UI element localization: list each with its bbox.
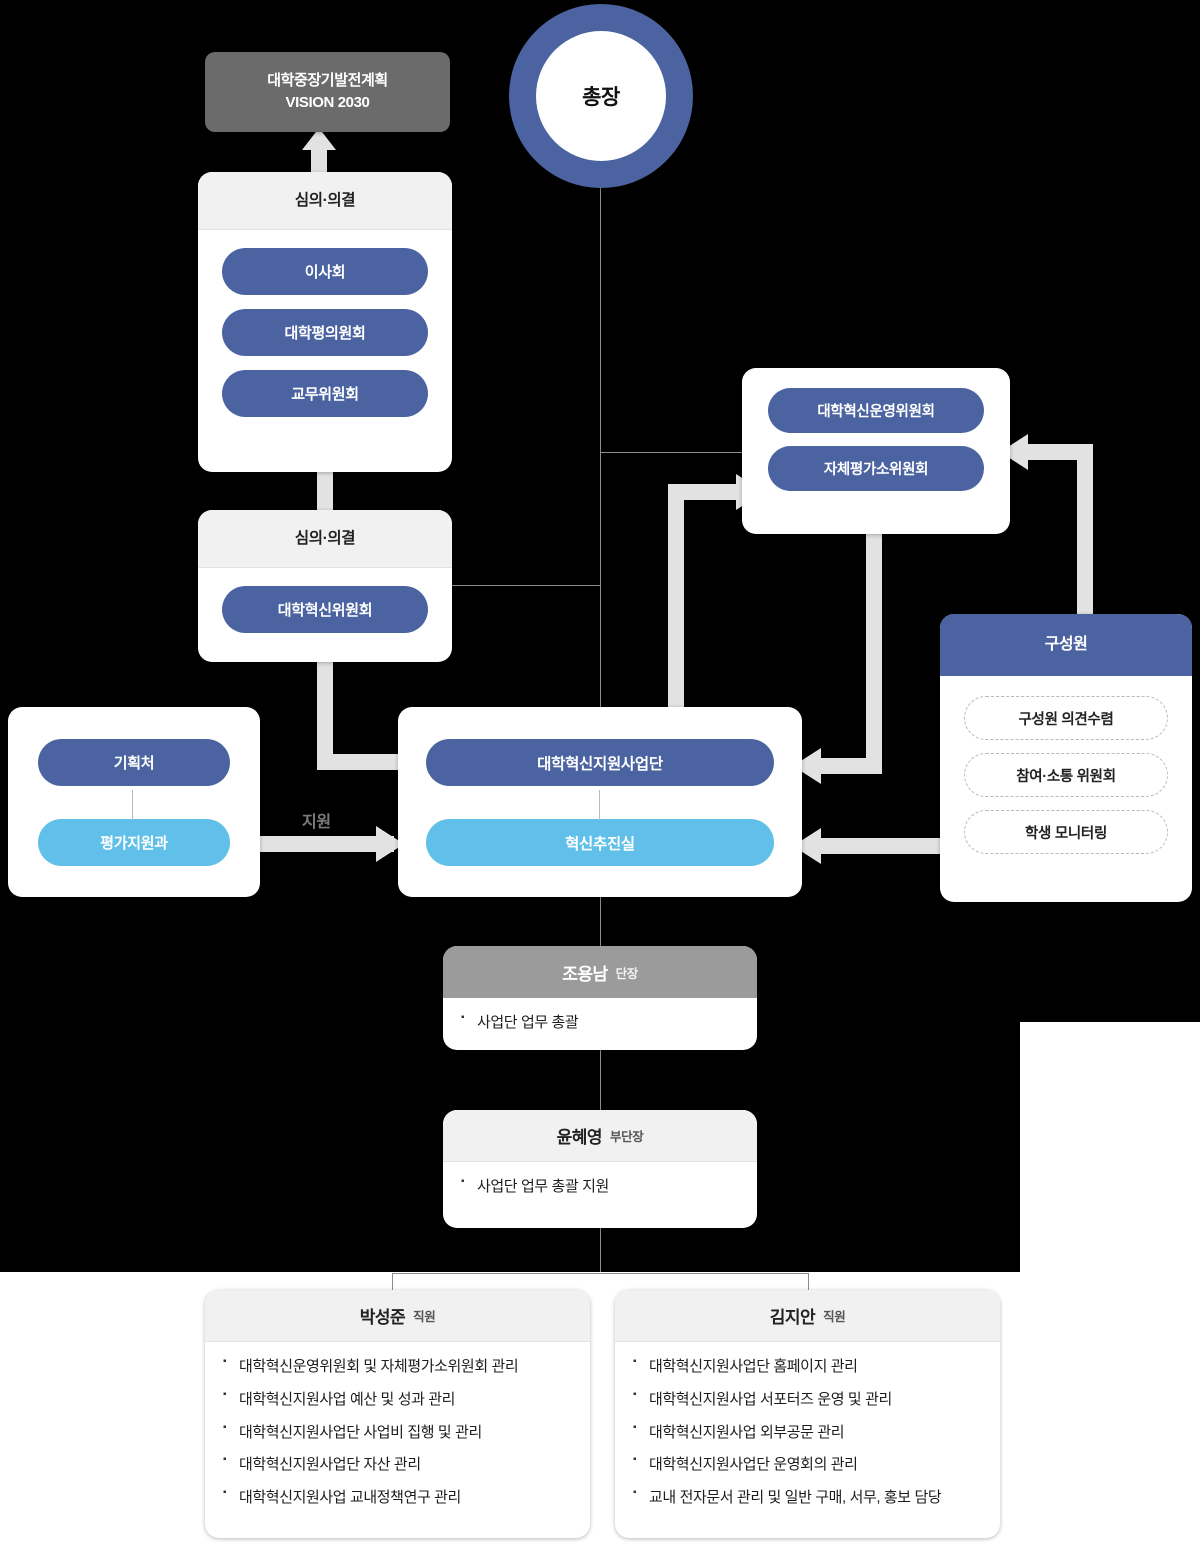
connector-leader-to-subleader — [600, 1050, 601, 1112]
arrow-shaft-support — [254, 836, 394, 852]
staff-1-name: 박성준 — [359, 1308, 406, 1327]
deliberation-box-1: 심의·의결 이사회 대학평의원회 교무위원회 — [198, 172, 452, 472]
connector-branch-deliberation2 — [452, 585, 601, 586]
staff-1-role: 직원 — [413, 1310, 436, 1324]
staff-card-2: 김지안 직원 대학혁신지원사업단 홈페이지 관리 대학혁신지원사업 서포터즈 운… — [615, 1290, 1000, 1538]
arrow-shaft-center-to-committee-h — [668, 484, 742, 500]
staff-2-duty-list: 대학혁신지원사업단 홈페이지 관리 대학혁신지원사업 서포터즈 운영 및 관리 … — [615, 1342, 1000, 1521]
pill-academic-affairs-committee[interactable]: 교무위원회 — [222, 370, 428, 417]
bottom-white-band — [0, 1272, 1200, 1549]
list-item: 대학혁신지원사업 예산 및 성과 관리 — [223, 1388, 590, 1411]
connector-delib2-down — [317, 658, 333, 770]
list-item: 대학혁신지원사업단 사업비 집행 및 관리 — [223, 1421, 590, 1444]
pill-participation-communication-committee[interactable]: 참여·소통 위원회 — [964, 753, 1168, 797]
arrow-shaft-committee-to-center-h — [818, 758, 882, 774]
pill-innovation-promotion-office[interactable]: 혁신추진실 — [426, 819, 774, 866]
deliberation-2-header: 심의·의결 — [198, 510, 452, 568]
arrow-shaft-members-to-center — [818, 838, 948, 854]
leader-role: 단장 — [615, 966, 639, 981]
list-item: 사업단 업무 총괄 지원 — [461, 1175, 757, 1198]
members-box: 구성원 구성원 의견수렴 참여·소통 위원회 학생 모니터링 — [940, 614, 1192, 902]
planning-office-box: 기획처 평가지원과 — [8, 707, 260, 897]
arrow-head-committee-left — [1000, 434, 1028, 470]
pill-university-council[interactable]: 대학평의원회 — [222, 309, 428, 356]
support-arrow-label: 지원 — [302, 814, 331, 831]
arrow-head-vision-up — [302, 128, 336, 150]
pill-planning-office[interactable]: 기획처 — [38, 739, 230, 786]
subleader-name: 윤혜영 — [556, 1128, 603, 1147]
list-item: 대학혁신지원사업단 운영회의 관리 — [633, 1453, 1000, 1476]
deliberation-box-2: 심의·의결 대학혁신위원회 — [198, 510, 452, 662]
pill-innovation-support-center[interactable]: 대학혁신지원사업단 — [426, 739, 774, 786]
arrow-shaft-committee-to-center-v — [866, 534, 882, 766]
list-item: 대학혁신운영위원회 및 자체평가소위원회 관리 — [223, 1355, 590, 1378]
list-item: 대학혁신지원사업 교내정책연구 관리 — [223, 1486, 590, 1509]
list-item: 대학혁신지원사업단 홈페이지 관리 — [633, 1355, 1000, 1378]
vision-line-1: 대학중장기발전계획 — [267, 72, 388, 90]
arrow-shaft-members-to-committee-v — [1077, 452, 1093, 624]
subleader-role: 부단장 — [610, 1130, 644, 1144]
innovation-support-center-box: 대학혁신지원사업단 혁신추진실 — [398, 707, 802, 897]
leader-card: 조용남 단장 사업단 업무 총괄 — [443, 946, 757, 1050]
subleader-card: 윤혜영 부단장 사업단 업무 총괄 지원 — [443, 1110, 757, 1228]
pill-student-monitoring[interactable]: 학생 모니터링 — [964, 810, 1168, 854]
connector-staff-branch-h — [392, 1273, 809, 1274]
staff-1-duty-list: 대학혁신운영위원회 및 자체평가소위원회 관리 대학혁신지원사업 예산 및 성과… — [205, 1342, 590, 1521]
pill-member-opinion-gathering[interactable]: 구성원 의견수렴 — [964, 696, 1168, 740]
connector-delib1-delib2 — [317, 468, 333, 516]
list-item: 사업단 업무 총괄 — [461, 1011, 757, 1034]
members-header: 구성원 — [940, 614, 1192, 676]
leader-header: 조용남 단장 — [443, 946, 757, 998]
president-node: 총장 — [509, 4, 693, 188]
list-item: 교내 전자문서 관리 및 일반 구매, 서무, 홍보 담당 — [633, 1486, 1000, 1509]
list-item: 대학혁신지원사업단 자산 관리 — [223, 1453, 590, 1476]
staff-1-header: 박성준 직원 — [205, 1290, 590, 1342]
staff-card-1: 박성준 직원 대학혁신운영위원회 및 자체평가소위원회 관리 대학혁신지원사업 … — [205, 1290, 590, 1538]
leader-duty-list: 사업단 업무 총괄 — [443, 998, 757, 1046]
pill-innovation-operating-committee[interactable]: 대학혁신운영위원회 — [768, 388, 984, 433]
subleader-header: 윤혜영 부단장 — [443, 1110, 757, 1162]
connector-delib2-right — [317, 754, 417, 770]
staff-2-header: 김지안 직원 — [615, 1290, 1000, 1342]
pill-evaluation-support-dept[interactable]: 평가지원과 — [38, 819, 230, 866]
arrow-shaft-members-to-committee-h — [1025, 444, 1093, 460]
connector-center-to-leader — [600, 897, 601, 949]
innovation-operating-committee-box: 대학혁신운영위원회 자체평가소위원회 — [742, 368, 1010, 534]
vision-line-2: VISION 2030 — [285, 94, 370, 111]
subleader-duty-list: 사업단 업무 총괄 지원 — [443, 1162, 757, 1210]
staff-2-name: 김지안 — [769, 1308, 816, 1327]
vision-plan-box: 대학중장기발전계획 VISION 2030 — [205, 52, 450, 132]
pill-board-of-directors[interactable]: 이사회 — [222, 248, 428, 295]
deliberation-1-header: 심의·의결 — [198, 172, 452, 230]
connector-planning-internal — [132, 790, 133, 820]
president-label: 총장 — [536, 31, 666, 161]
connector-staff-left-drop — [392, 1273, 393, 1295]
leader-name: 조용남 — [562, 964, 608, 984]
arrow-head-support-right — [376, 826, 404, 862]
connector-branch-committee — [600, 452, 760, 453]
pill-innovation-committee[interactable]: 대학혁신위원회 — [222, 586, 428, 633]
connector-staff-right-drop — [808, 1273, 809, 1295]
list-item: 대학혁신지원사업 서포터즈 운영 및 관리 — [633, 1388, 1000, 1411]
arrow-head-center-upper-left — [793, 748, 821, 784]
arrow-head-center-lower-left — [793, 828, 821, 864]
connector-center-internal — [599, 790, 600, 820]
list-item: 대학혁신지원사업 외부공문 관리 — [633, 1421, 1000, 1444]
connector-subleader-to-staff — [600, 1228, 601, 1274]
arrow-shaft-center-to-committee-v — [668, 492, 684, 770]
pill-self-evaluation-subcommittee[interactable]: 자체평가소위원회 — [768, 446, 984, 491]
right-white-notch — [1020, 1022, 1200, 1272]
staff-2-role: 직원 — [823, 1310, 846, 1324]
connector-president-spine — [600, 188, 601, 707]
